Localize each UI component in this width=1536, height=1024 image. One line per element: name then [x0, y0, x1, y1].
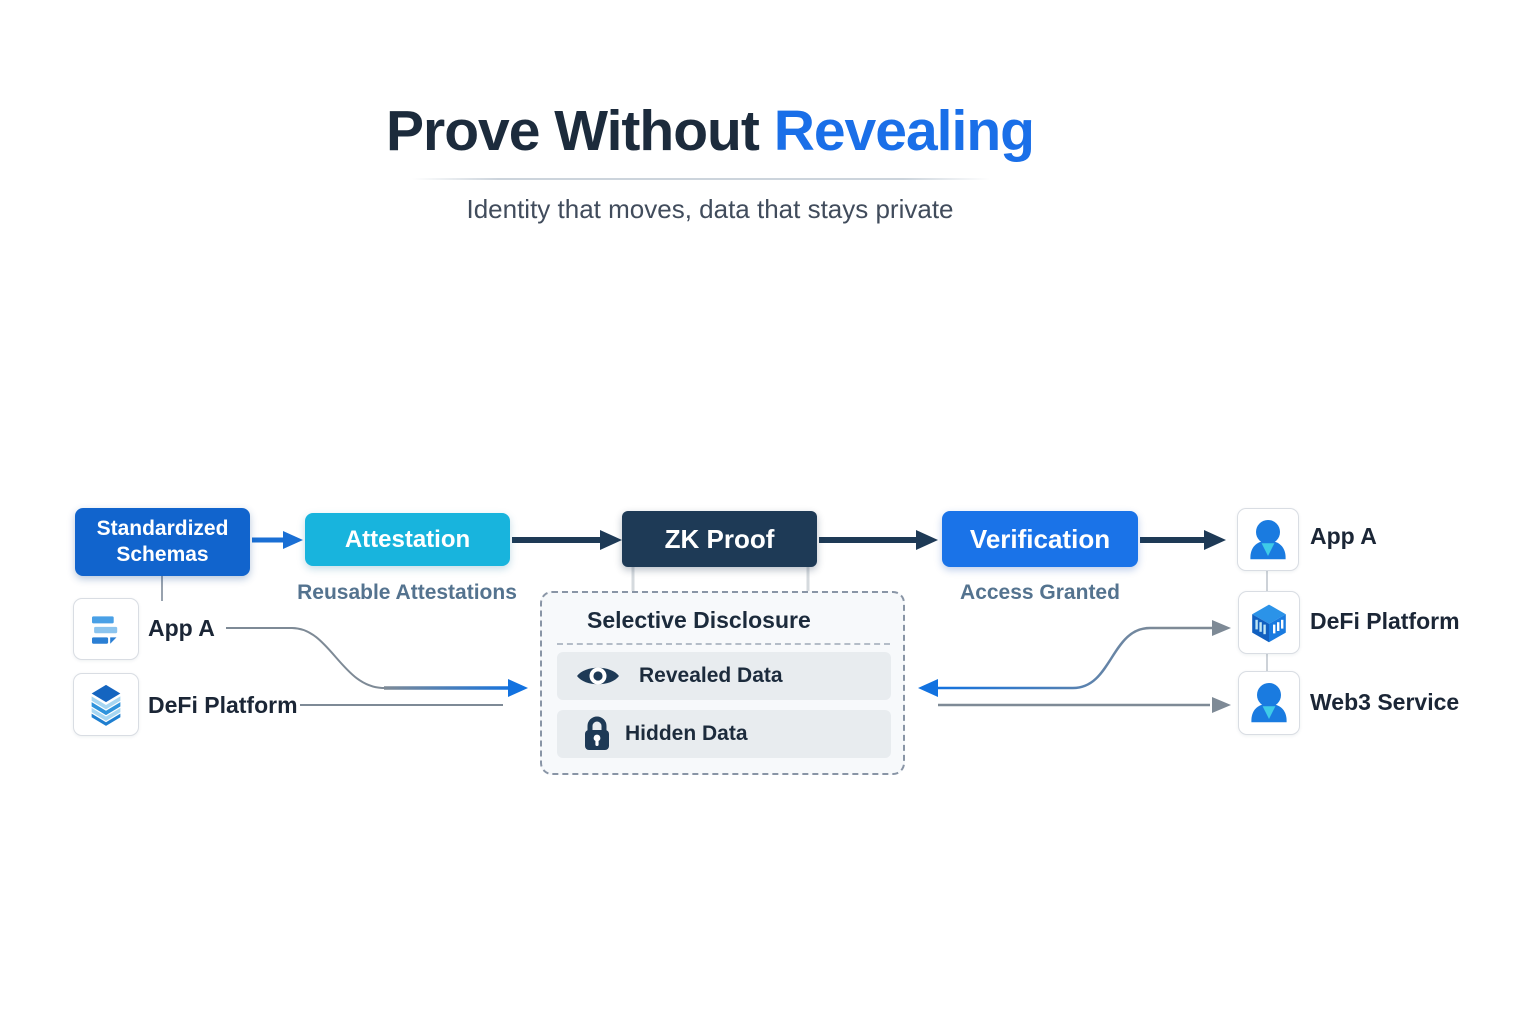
node-zk-proof: ZK Proof	[622, 511, 817, 567]
arrow-zkproof-to-verification	[819, 530, 938, 550]
right-tile-defi-platform	[1238, 591, 1300, 654]
selective-disclosure-panel: Selective Disclosure Revealed Data Hidde…	[540, 591, 905, 775]
left-tile-defi-platform	[73, 673, 139, 736]
verification-sublabel: Access Granted	[960, 581, 1120, 604]
title-divider	[412, 178, 990, 180]
right-tile-web3-service	[1238, 671, 1300, 735]
app-list-icon	[92, 616, 118, 644]
title-prefix: Prove Without	[386, 99, 760, 163]
revealed-data-label: Revealed Data	[639, 664, 783, 687]
cube-chart-icon	[1252, 604, 1286, 642]
user-icon	[1251, 683, 1287, 723]
revealed-data-row: Revealed Data	[557, 652, 891, 700]
node-label: ZK Proof	[664, 523, 775, 554]
curve-disclosure-to-defi	[918, 620, 1231, 697]
disclosure-divider	[557, 643, 890, 645]
page-title: Prove Without Revealing	[370, 98, 1050, 164]
node-label: Verification	[969, 523, 1111, 554]
curve-appa-to-disclosure	[226, 627, 528, 697]
node-attestation: Attestation	[305, 513, 510, 566]
left-tile-app-a	[73, 598, 139, 660]
right-label-defi-platform: DeFi Platform	[1310, 608, 1460, 634]
hidden-data-label: Hidden Data	[625, 722, 748, 745]
right-tile-app-a	[1237, 508, 1299, 571]
attestation-sublabel: Reusable Attestations	[297, 581, 517, 604]
arrow-schemas-to-attestation	[252, 531, 303, 549]
right-label-web3-service: Web3 Service	[1310, 689, 1460, 715]
node-standardized-schemas: Standardized Schemas	[75, 508, 250, 576]
node-label: Standardized Schemas	[96, 516, 229, 566]
page-subtitle: Identity that moves, data that stays pri…	[466, 194, 954, 224]
left-label-app-a: App A	[148, 615, 215, 641]
right-label-app-a: App A	[1310, 523, 1377, 549]
arrow-verification-to-appa	[1140, 530, 1226, 550]
user-icon	[1250, 519, 1286, 559]
eye-icon	[577, 667, 619, 685]
arrow-attestation-to-zkproof	[512, 530, 622, 550]
left-label-defi-platform: DeFi Platform	[148, 692, 298, 718]
disclosure-title: Selective Disclosure	[587, 607, 811, 633]
layer-stack-icon	[91, 684, 121, 726]
node-label: Attestation	[344, 525, 471, 553]
node-verification: Verification	[942, 511, 1138, 567]
title-highlight: Revealing	[773, 99, 1035, 163]
line-disclosure-to-web3	[938, 697, 1231, 713]
hidden-data-row: Hidden Data	[557, 710, 891, 758]
lock-icon	[585, 716, 609, 750]
